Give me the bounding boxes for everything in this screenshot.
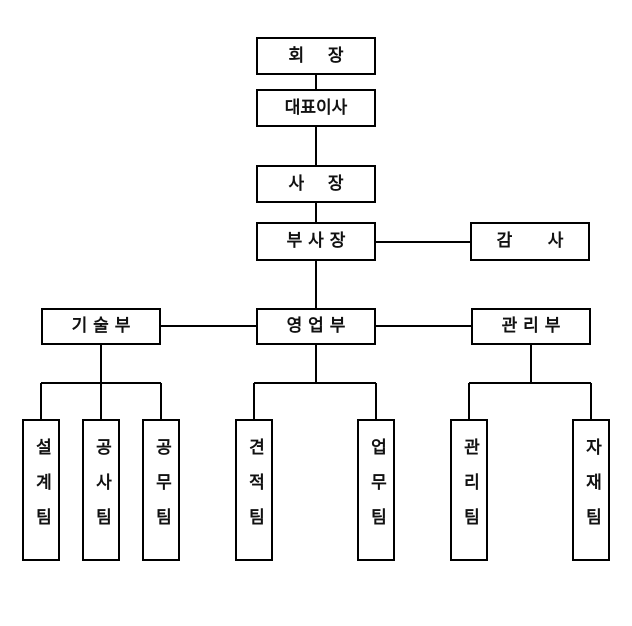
node-tech-dept: 기 술 부 [41,308,161,345]
node-chairman: 회 장 [256,37,376,75]
node-works-team: 공무팀 [142,419,180,561]
node-mgmt-dept: 관 리 부 [471,308,591,345]
node-vice-president: 부 사 장 [256,222,376,261]
node-estimate-team: 견적팀 [235,419,273,561]
node-materials-team: 자재팀 [572,419,610,561]
node-sales-dept: 영 업 부 [256,308,376,345]
node-business-team: 업무팀 [357,419,395,561]
node-ceo: 대표이사 [256,89,376,127]
node-design-team: 설계팀 [22,419,60,561]
node-auditor: 감 사 [470,222,590,261]
node-construction-team: 공사팀 [82,419,120,561]
node-admin-team: 관리팀 [450,419,488,561]
node-president: 사 장 [256,165,376,203]
